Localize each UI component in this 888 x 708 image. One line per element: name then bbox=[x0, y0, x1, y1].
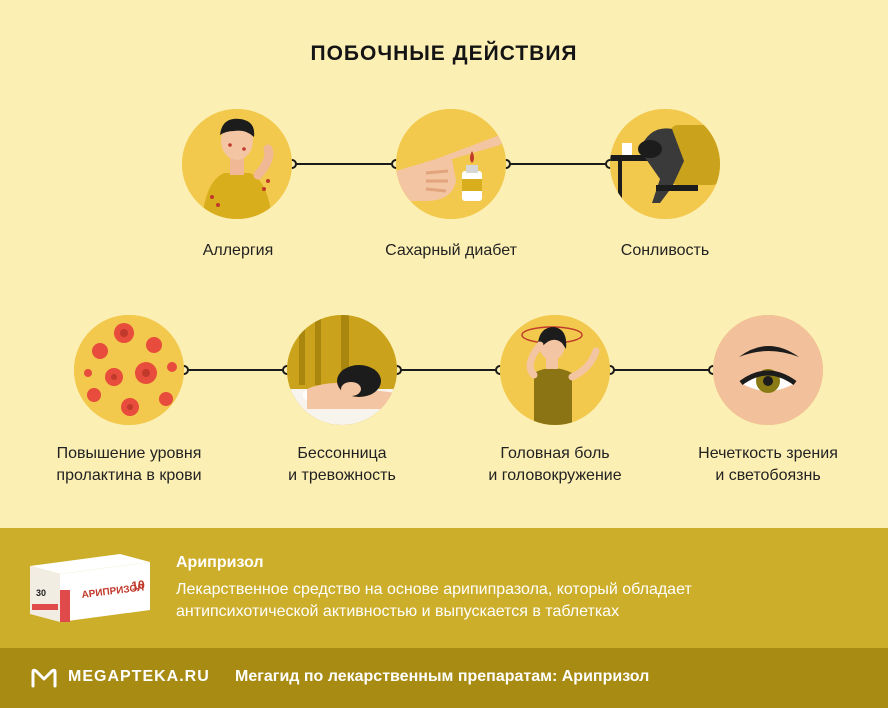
drug-box-image: АРИПРИЗОЛ 10 30 bbox=[30, 554, 150, 622]
page-title: ПОБОЧНЫЕ ДЕЙСТВИЯ bbox=[310, 42, 578, 65]
box-count: 30 bbox=[36, 588, 46, 598]
prolactin-icon bbox=[74, 315, 184, 425]
allergy-icon bbox=[182, 109, 292, 219]
effect-label-drowsiness: Сонливость bbox=[620, 242, 710, 259]
effect-label-diabetes: Сахарный диабет bbox=[385, 242, 517, 259]
diabetes-icon bbox=[396, 109, 506, 219]
drug-description: Лекарственное средство на основе арипипр… bbox=[176, 581, 692, 620]
megapteka-logo-text[interactable]: MEGAPTEKA.RU bbox=[68, 668, 210, 685]
insomnia-icon bbox=[287, 315, 397, 425]
drug-name: Арипризол bbox=[176, 554, 264, 571]
box-dose: 10 bbox=[131, 577, 146, 593]
megapteka-logo-icon bbox=[31, 668, 57, 688]
eye-icon bbox=[713, 315, 823, 425]
headache-icon bbox=[500, 315, 610, 425]
effect-label-allergy: Аллергия bbox=[202, 242, 274, 259]
drowsiness-icon bbox=[610, 109, 720, 219]
footer-band bbox=[0, 648, 888, 708]
footer-guide-text: Мегагид по лекарственным препаратам: Ари… bbox=[235, 668, 650, 685]
